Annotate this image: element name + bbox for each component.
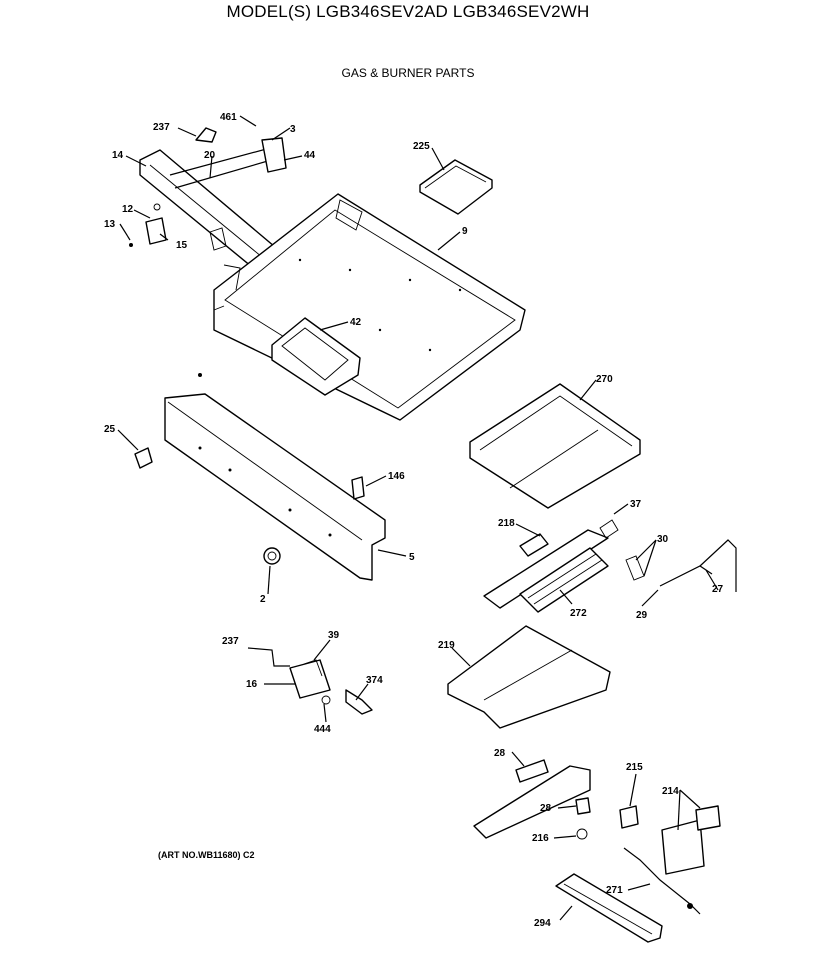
art-number: (ART NO.WB11680) C2 — [158, 850, 255, 860]
callout-14: 14 — [112, 150, 124, 161]
callout-271: 271 — [606, 885, 623, 896]
callout-44: 44 — [304, 150, 316, 161]
callout-25: 25 — [104, 424, 116, 435]
callout-29: 29 — [636, 610, 648, 621]
callout-2: 2 — [260, 594, 266, 605]
callout-444: 444 — [314, 724, 331, 735]
callout-9: 9 — [462, 226, 468, 237]
burner-box — [213, 193, 526, 421]
callout-146: 146 — [388, 471, 405, 482]
cover-plate — [419, 159, 493, 215]
callout-294: 294 — [534, 918, 551, 929]
callout-labels: 237 461 3 44 14 20 225 12 13 15 9 42 270… — [104, 112, 724, 929]
callout-215: 215 — [626, 762, 643, 773]
callout-13: 13 — [104, 219, 116, 230]
model-title: MODEL(S) LGB346SEV2AD LGB346SEV2WH — [226, 2, 590, 21]
bake-burner — [473, 759, 591, 840]
callout-237-valve: 237 — [222, 636, 239, 647]
callout-28-bake: 28 — [494, 748, 506, 759]
callout-237-top: 237 — [153, 122, 170, 133]
bake-shield — [447, 625, 611, 729]
broil-shield — [469, 383, 641, 509]
callout-37: 37 — [630, 499, 642, 510]
callout-5: 5 — [409, 552, 415, 563]
callout-12: 12 — [122, 204, 134, 215]
leader-lines — [117, 115, 719, 921]
callout-272: 272 — [570, 608, 587, 619]
callout-28-spreader: 28 — [540, 803, 552, 814]
callout-16: 16 — [246, 679, 258, 690]
section-title: GAS & BURNER PARTS — [341, 66, 475, 80]
callout-30: 30 — [657, 534, 669, 545]
callout-27: 27 — [712, 584, 724, 595]
callout-214: 214 — [662, 786, 679, 797]
callout-225: 225 — [413, 141, 430, 152]
oven-safety-valve — [619, 805, 721, 915]
callout-20: 20 — [204, 150, 216, 161]
callout-3: 3 — [290, 124, 296, 135]
bracket — [555, 873, 663, 943]
callout-270: 270 — [596, 374, 613, 385]
callout-39: 39 — [328, 630, 340, 641]
front-panel — [134, 373, 386, 581]
callout-42: 42 — [350, 317, 362, 328]
broil-burner — [483, 519, 737, 613]
gas-valve — [247, 647, 373, 715]
callout-374: 374 — [366, 675, 383, 686]
callout-219: 219 — [438, 640, 455, 651]
callout-216: 216 — [532, 833, 549, 844]
callout-218: 218 — [498, 518, 515, 529]
callout-15: 15 — [176, 240, 188, 251]
callout-461: 461 — [220, 112, 237, 123]
